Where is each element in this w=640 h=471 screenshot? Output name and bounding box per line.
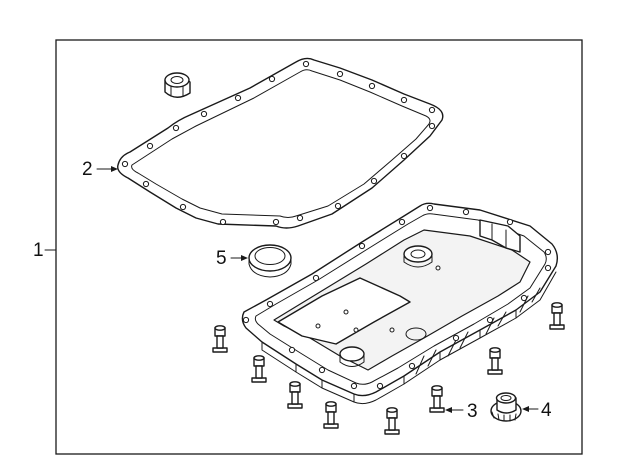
bolt <box>487 347 503 375</box>
callout-2-label: 2 <box>82 159 93 180</box>
callout-4: 4 <box>522 400 552 421</box>
pan-gasket-part <box>117 57 444 229</box>
callout-5: 5 <box>216 248 248 269</box>
bolt <box>251 355 267 383</box>
bolt <box>384 407 400 435</box>
pan-bolts <box>212 302 565 435</box>
bolt <box>549 302 565 330</box>
callout-4-label: 4 <box>541 400 552 421</box>
bolt <box>323 401 339 429</box>
callout-1-label: 1 <box>33 240 44 261</box>
callout-5-label: 5 <box>216 248 227 269</box>
callout-3: 3 <box>445 401 478 422</box>
callout-3-label: 3 <box>467 401 478 422</box>
drain-plug-part <box>164 72 191 98</box>
callout-2: 2 <box>82 159 118 180</box>
assembly-frame <box>55 39 583 455</box>
callout-1: 1 <box>33 240 57 261</box>
fill-plug-part <box>490 392 522 422</box>
seal-ring-part <box>248 244 292 278</box>
bolt <box>212 325 228 353</box>
bolt <box>429 385 445 413</box>
bolt <box>287 381 303 409</box>
oil-pan-part <box>241 202 559 405</box>
